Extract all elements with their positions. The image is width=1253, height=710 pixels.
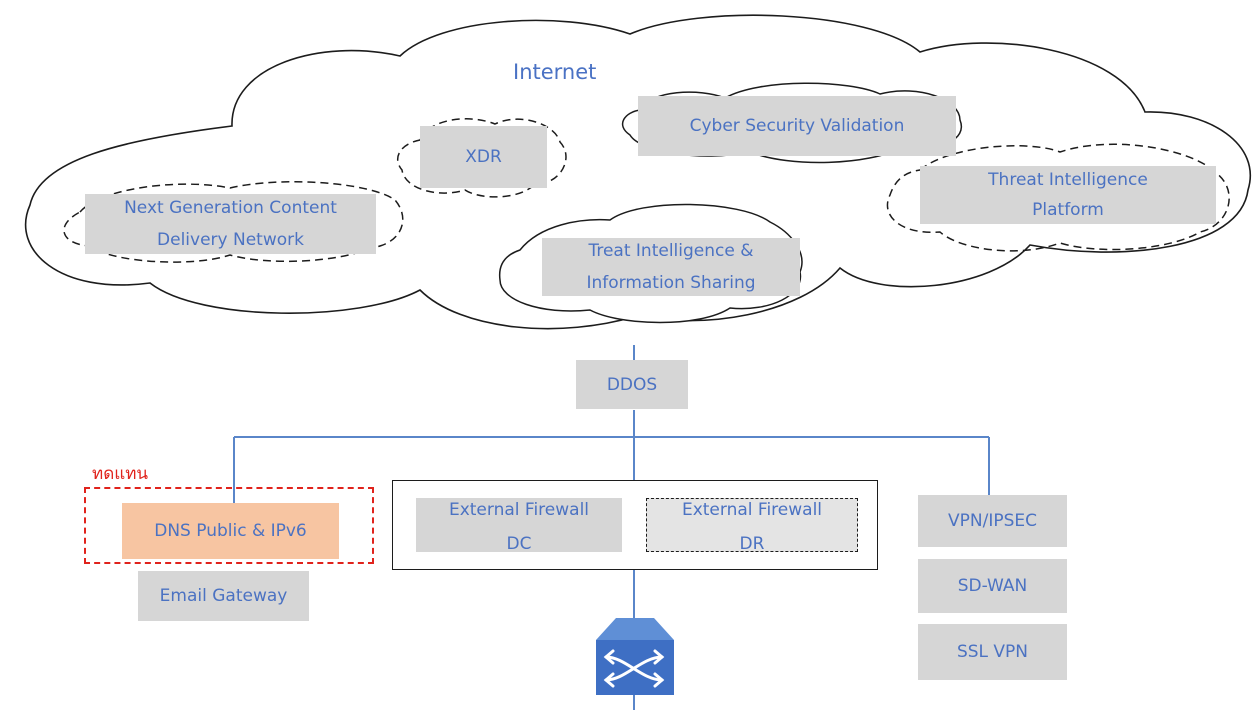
dns-public-label: DNS Public & IPv6 [154,521,307,541]
external-firewall-dr-label: External Firewall DR [681,500,823,554]
xdr-label: XDR [465,147,502,167]
cyber-security-validation-label: Cyber Security Validation [689,116,905,136]
sd-wan-box: SD-WAN [918,559,1067,613]
treat-intel-sharing-box: Treat Intelligence & Information Sharing [542,238,800,296]
cyber-security-validation-box: Cyber Security Validation [638,96,956,156]
internet-title: Internet [513,60,597,84]
xdr-box: XDR [420,126,547,188]
next-gen-cdn-box: Next Generation Content Delivery Network [85,194,376,254]
firewall-group-frame [392,480,878,570]
external-firewall-dc-label: External Firewall DC [448,500,590,554]
replace-highlight-frame [84,487,374,564]
vpn-ipsec-label: VPN/IPSEC [948,511,1037,531]
external-firewall-dc-box: External Firewall DC [416,498,622,554]
sd-wan-label: SD-WAN [957,576,1028,596]
network-switch-icon [596,618,674,695]
threat-intelligence-platform-label: Threat Intelligence Platform [988,170,1148,220]
ssl-vpn-box: SSL VPN [918,624,1067,680]
xdr-cloud [397,118,567,198]
threat-intelligence-platform-box: Threat Intelligence Platform [920,166,1216,224]
replace-annotation: ทดแทน [92,464,149,484]
ddos-box: DDOS [576,360,688,409]
connector-lines [233,345,990,710]
email-gateway-label: Email Gateway [159,586,288,606]
email-gateway-box: Email Gateway [138,571,309,621]
treat-intel-sharing-label: Treat Intelligence & Information Sharing [586,241,756,293]
next-gen-cdn-label: Next Generation Content Delivery Network [124,198,337,250]
ddos-label: DDOS [606,374,658,395]
dns-public-box: DNS Public & IPv6 [122,503,339,559]
vpn-ipsec-box: VPN/IPSEC [918,495,1067,547]
external-firewall-dr-box: External Firewall DR [646,498,858,554]
threat-intel-cloud [886,143,1230,252]
ssl-vpn-label: SSL VPN [956,642,1029,662]
external-firewall-dr-dashed-border [646,498,858,552]
